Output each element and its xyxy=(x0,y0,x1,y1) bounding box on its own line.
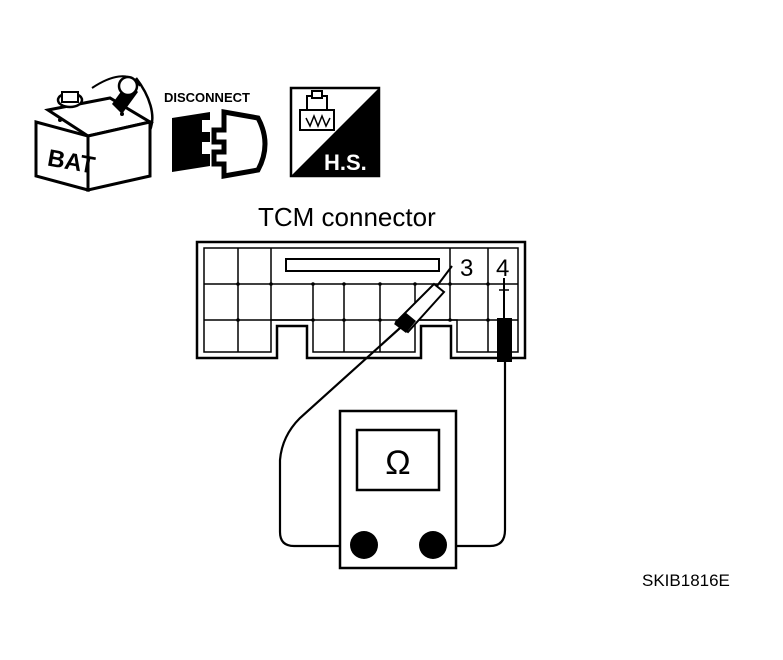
terminal-4-label: 4 xyxy=(496,255,509,282)
tcm-connector xyxy=(195,240,527,360)
figure-code: SKIB1816E xyxy=(642,571,730,590)
harness-side-label: H.S. xyxy=(324,150,367,175)
battery-icon: BAT xyxy=(34,75,154,192)
connector-title: TCM connector xyxy=(258,202,436,232)
meter-terminal-left xyxy=(350,531,378,559)
ohmmeter-icon: Ω xyxy=(338,409,458,570)
harness-side-icon: H.S. xyxy=(289,86,381,178)
terminal-3-label: 3 xyxy=(460,255,473,282)
disconnect-label: DISCONNECT xyxy=(164,90,250,105)
probe-a xyxy=(278,265,453,548)
probe-b xyxy=(432,278,512,548)
ohm-symbol: Ω xyxy=(385,444,410,482)
disconnect-icon: DISCONNECT xyxy=(164,90,268,179)
meter-terminal-right xyxy=(419,531,447,559)
